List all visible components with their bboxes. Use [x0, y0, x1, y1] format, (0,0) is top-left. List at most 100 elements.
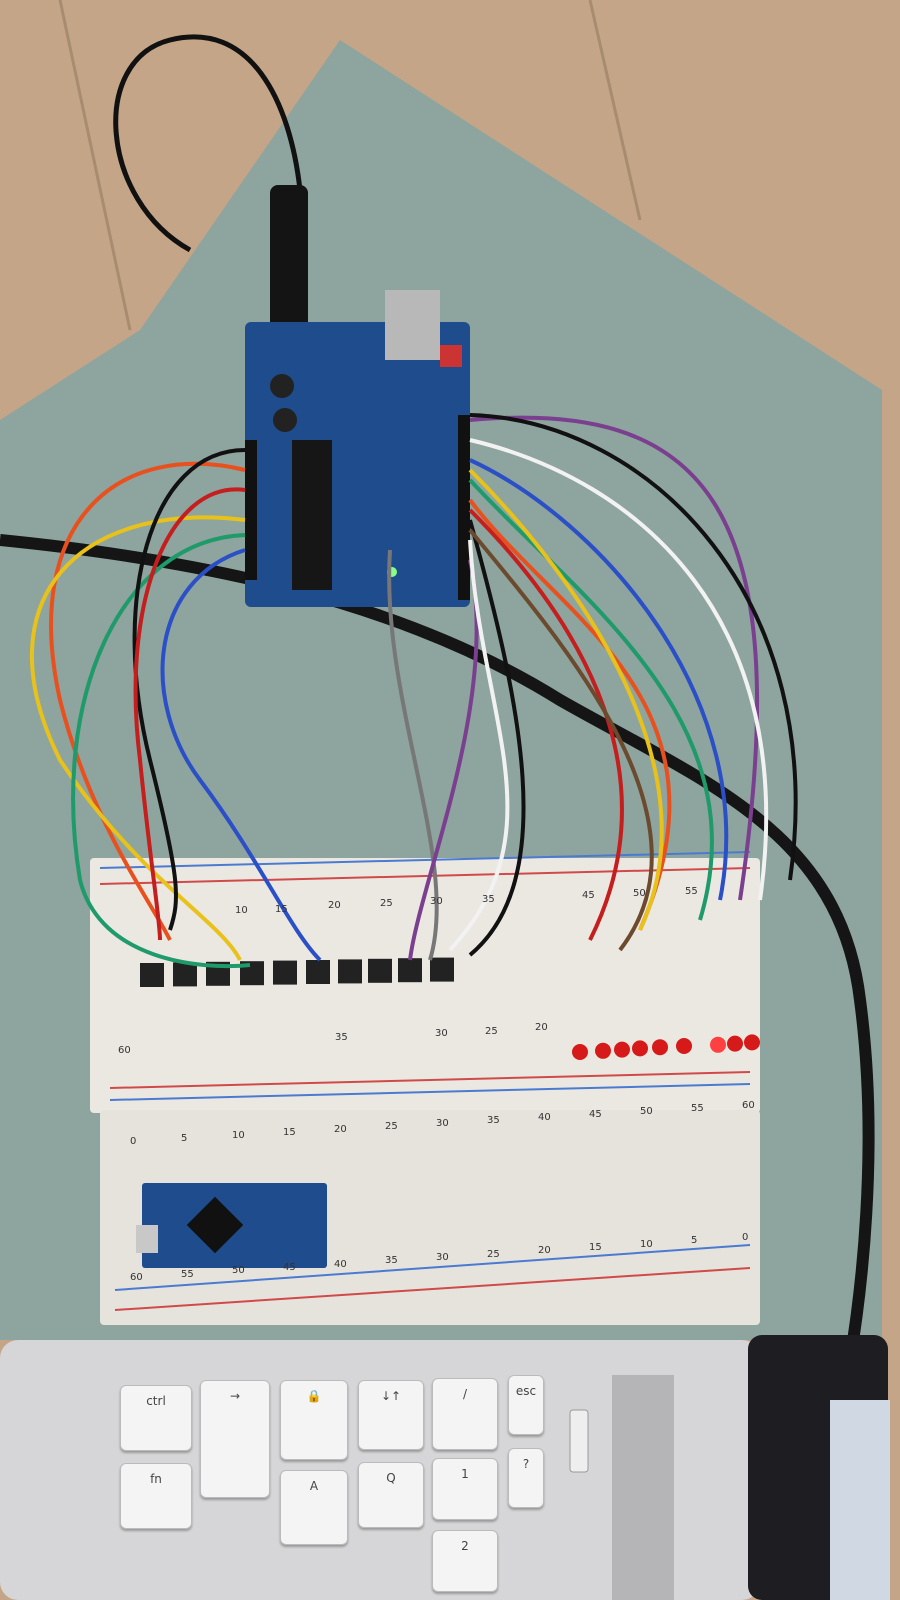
breadboard-top	[90, 858, 760, 1113]
red-led	[710, 1036, 726, 1053]
jumper-wire	[469, 413, 798, 881]
jumper-wire	[408, 559, 479, 961]
power-rail-blue	[114, 1244, 751, 1291]
laptop-speaker-grille	[612, 1375, 674, 1600]
power-rail-blue	[99, 851, 751, 869]
bb-col-50: 50	[633, 888, 646, 899]
red-led	[652, 1039, 668, 1056]
bb2-col-number: 40	[538, 1112, 551, 1123]
key-a[interactable]: A	[280, 1470, 348, 1545]
key-slash[interactable]: /	[432, 1378, 498, 1450]
bb2-col-number: 25	[487, 1248, 500, 1260]
bb2-col-number: 35	[385, 1255, 398, 1267]
push-button	[140, 963, 164, 987]
power-rail-red	[99, 867, 751, 885]
red-led	[614, 1041, 630, 1058]
bb2-col-number: 60	[130, 1272, 143, 1283]
bb2-col-number: 40	[334, 1258, 347, 1270]
bb-col-40: 35	[335, 1032, 348, 1043]
bb2-col-number: 20	[538, 1245, 551, 1257]
atmega-chip	[292, 440, 332, 590]
bb2-col-number: 20	[334, 1124, 347, 1135]
bb-col-35: 35	[482, 894, 495, 905]
key-arrows-vertical[interactable]: ↓↑	[358, 1380, 424, 1450]
key-ctrl[interactable]: ctrl	[120, 1385, 192, 1451]
key-fn[interactable]: fn	[120, 1463, 192, 1529]
key-arrow[interactable]: →	[200, 1380, 270, 1498]
bb2-col-number: 45	[589, 1109, 602, 1120]
bb2-col-number: 30	[436, 1118, 449, 1129]
bb2-col-number: 10	[232, 1130, 245, 1141]
bb2-col-number: 35	[487, 1115, 500, 1126]
key-question[interactable]: ?	[508, 1448, 544, 1508]
key-q[interactable]: Q	[358, 1462, 424, 1528]
red-led	[676, 1038, 692, 1054]
capacitor	[273, 408, 297, 432]
jumper-wire	[448, 539, 510, 952]
jumper-wire	[468, 508, 624, 941]
push-button	[398, 958, 422, 983]
bb2-col-number: 55	[691, 1103, 704, 1114]
red-led	[572, 1044, 588, 1060]
bb2-col-number: 30	[436, 1252, 449, 1263]
bb-col-20: 20	[328, 900, 341, 911]
bb2-col-number: 15	[589, 1242, 602, 1253]
arduino-uno-board	[245, 322, 470, 607]
jumper-wire	[49, 461, 246, 941]
key-1[interactable]: 1	[432, 1458, 498, 1520]
jumper-wire	[160, 548, 322, 962]
bb2-col-number: 0	[742, 1232, 749, 1243]
jumper-wire	[468, 498, 672, 931]
laptop-hinge	[569, 1409, 589, 1473]
bb-col-25b: 25	[485, 1026, 498, 1037]
key-lock[interactable]: 🔒	[280, 1380, 348, 1460]
power-rail-red	[109, 1071, 751, 1089]
floor-tile-seam	[588, 0, 642, 221]
bb2-col-number: 25	[385, 1121, 398, 1132]
push-button	[306, 960, 330, 984]
floor-tile-seam	[58, 0, 132, 331]
jumper-wire	[30, 515, 246, 961]
bb2-col-number: 50	[640, 1106, 653, 1117]
power-jack-plug	[270, 185, 308, 345]
bb2-col-number: 50	[232, 1265, 245, 1277]
bb-col-30b: 30	[435, 1028, 448, 1039]
key-2[interactable]: 2	[432, 1530, 498, 1592]
bb-col-20b: 20	[535, 1022, 548, 1033]
jumper-wire	[469, 415, 760, 901]
header-pins-right	[458, 415, 470, 600]
jumper-wire	[133, 487, 246, 941]
bb-col-25: 25	[380, 898, 393, 909]
bb2-col-number: 60	[742, 1100, 755, 1111]
jumper-wire	[71, 533, 251, 969]
power-cable	[113, 34, 303, 253]
header-pins-left	[245, 440, 257, 580]
power-rail-red	[114, 1267, 751, 1311]
bb2-col-number: 45	[283, 1262, 296, 1273]
bb2-col-number: 10	[640, 1238, 653, 1250]
nano-chip	[186, 1196, 244, 1254]
jumper-wire	[468, 519, 526, 957]
jumper-wire	[469, 458, 729, 901]
push-button	[338, 959, 362, 984]
red-led	[744, 1034, 760, 1051]
push-button	[273, 960, 297, 985]
nano-mini-usb	[136, 1225, 158, 1253]
bb2-col-number: 15	[283, 1127, 296, 1138]
jumper-wire	[469, 438, 769, 901]
red-led	[595, 1042, 611, 1059]
jumper-wire	[468, 478, 714, 921]
bb-col-10: 10	[235, 905, 248, 916]
breadboard-bottom	[100, 1110, 760, 1325]
power-rail-blue	[109, 1083, 751, 1101]
bb2-col-number: 55	[181, 1268, 194, 1280]
jumper-wire	[132, 448, 246, 931]
jumper-wire	[468, 468, 664, 931]
jumper-wire	[468, 528, 654, 952]
key-esc[interactable]: esc	[508, 1375, 544, 1435]
jumper-wire	[387, 549, 439, 961]
bb-col-15: 15	[275, 904, 288, 915]
usb-b-port	[385, 290, 440, 360]
push-button	[368, 958, 392, 983]
